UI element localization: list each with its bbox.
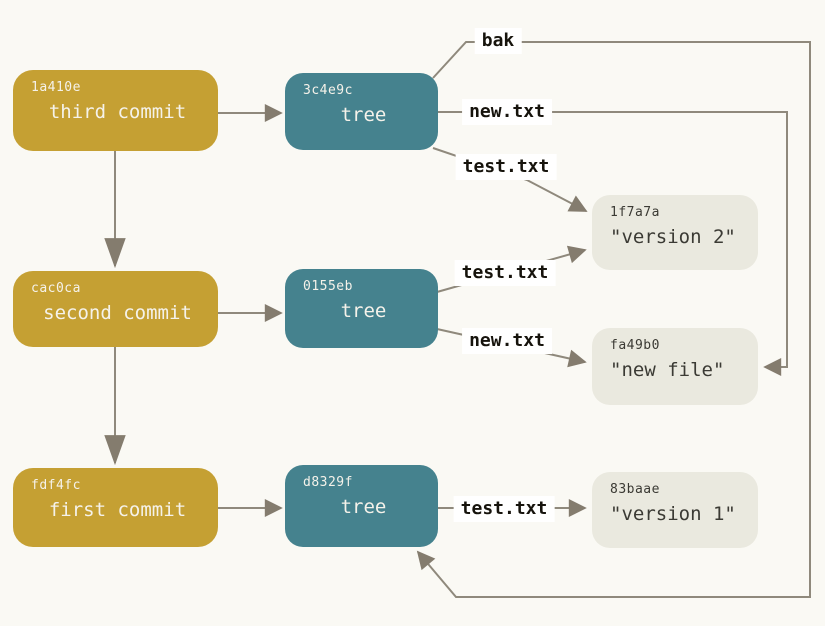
edge-label-bak: bak — [474, 28, 522, 54]
blob-hash: 83baae — [610, 482, 660, 497]
commit-message: third commit — [48, 101, 187, 123]
commit-node-first: fdf4fc first commit — [13, 468, 218, 547]
commit-message: first commit — [48, 499, 187, 521]
blob-hash: 1f7a7a — [610, 205, 660, 220]
tree-hash: 0155eb — [303, 279, 353, 294]
tree-label: tree — [340, 496, 387, 518]
tree-node-0155eb: 0155eb tree — [285, 269, 438, 348]
tree-node-d8329f: d8329f tree — [285, 465, 438, 547]
blob-node-1f7a7a: 1f7a7a "version 2" — [592, 195, 758, 270]
commit-hash: 1a410e — [31, 80, 81, 95]
blob-content: "new file" — [610, 359, 725, 381]
edge-label-test-txt-top: test.txt — [455, 154, 557, 180]
tree-hash: 3c4e9c — [303, 83, 353, 98]
tree-label: tree — [340, 104, 387, 126]
edge-bak-tree1-to-tree3 — [416, 41, 811, 598]
edge-label-new-txt-mid: new.txt — [462, 328, 552, 354]
commit-node-second: cac0ca second commit — [13, 271, 218, 347]
commit-hash: cac0ca — [31, 281, 81, 296]
commit-hash: fdf4fc — [31, 478, 81, 493]
edge-label-test-txt-bottom: test.txt — [453, 496, 555, 522]
tree-node-3c4e9c: 3c4e9c tree — [285, 73, 438, 150]
commit-node-third: 1a410e third commit — [13, 70, 218, 151]
commit-message: second commit — [43, 302, 192, 324]
edge-label-test-txt-mid: test.txt — [454, 260, 556, 286]
edge-newtxt-tree1-to-fa49b0 — [438, 111, 788, 376]
blob-node-fa49b0: fa49b0 "new file" — [592, 328, 758, 405]
blob-hash: fa49b0 — [610, 338, 660, 353]
blob-content: "version 1" — [610, 503, 736, 525]
edge-label-new-txt-top: new.txt — [462, 99, 552, 125]
tree-hash: d8329f — [303, 475, 353, 490]
blob-content: "version 2" — [610, 226, 736, 248]
blob-node-83baae: 83baae "version 1" — [592, 472, 758, 548]
tree-label: tree — [340, 300, 387, 322]
